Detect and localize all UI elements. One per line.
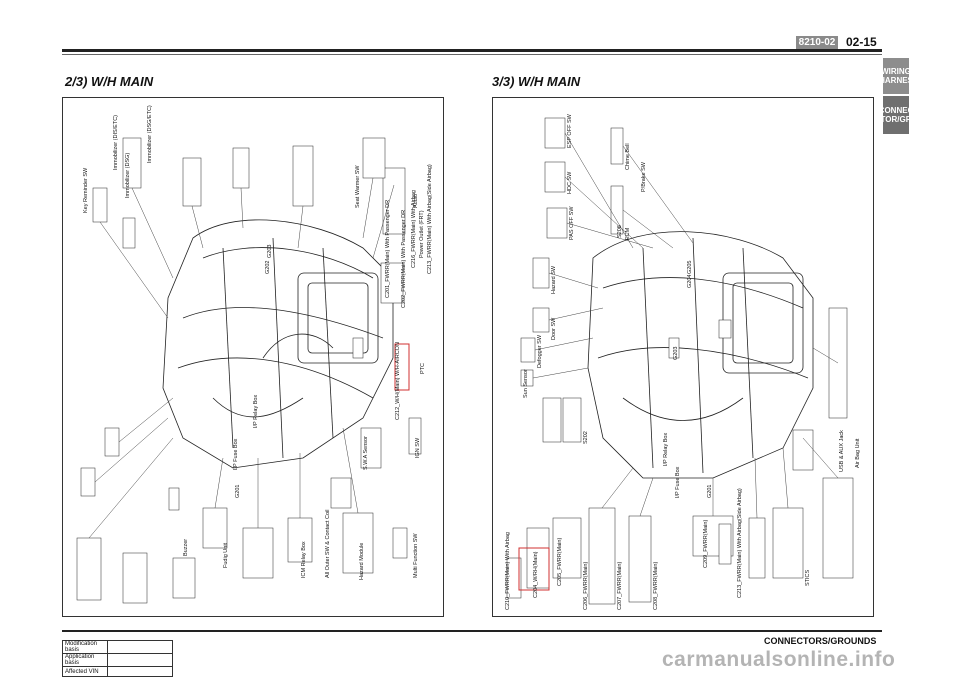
label-sun-sensor: Sun Sensor — [523, 369, 529, 398]
site-watermark: carmanualsonline.info — [662, 648, 896, 671]
label-ip-fuse-box: I/P Fuse Box — [675, 466, 681, 498]
label-swa-sensor: S.W.A Sensor — [363, 436, 369, 470]
label-seat-warmer-sw: Seat Warmer SW — [355, 165, 361, 208]
label-key-reminder-sw: Key Reminder SW — [83, 167, 89, 213]
label-s202: S202 — [583, 431, 589, 444]
row-label: Application basis — [62, 653, 108, 667]
label-c207: C207_FWRR(Main) — [617, 561, 623, 610]
row-label: Affected VIN — [62, 666, 108, 677]
row-value — [107, 653, 173, 667]
label-hazard-sw: Hazard SW — [551, 265, 557, 294]
right-section-title: 3/3) W/H MAIN — [492, 74, 581, 89]
right-wiring-diagram: Sun Sensor Defogger SW Door SW Hazard SW… — [492, 97, 874, 617]
label-s206: S206 — [617, 225, 623, 238]
label-c210-airbag: C210_FWRR(Main) With Airbag — [505, 532, 511, 610]
label-chime-bell: Chime Bell — [625, 143, 631, 170]
label-c206: C206_FWRR(Main) — [583, 561, 589, 610]
label-ip-fuse-box: I/P Fuse Box — [233, 438, 239, 470]
right-diagram-drawing — [506, 117, 854, 605]
label-c213-side-airbag: C213_FWRR(Main) With Airbag(Side Airbag) — [427, 164, 433, 274]
row-label: Modification basis — [62, 640, 108, 654]
label-g201: G201 — [235, 484, 241, 498]
side-tab-label: WIRING HARNES — [879, 67, 913, 85]
label-ign-sw: IGN SW — [415, 437, 421, 458]
label-icm-relay-box: ICM Relay Box — [301, 541, 307, 578]
label-c208: C208_FWRR(Main) — [653, 561, 659, 610]
footer-title: CONNECTORS/GROUNDS — [764, 636, 877, 646]
label-fudig-unit: Fudig Unit — [223, 542, 229, 568]
label-g204: G204 — [687, 274, 693, 288]
table-row: Application basis — [62, 653, 173, 667]
label-c213-side-airbag: C213_FWRR(Main) With Airbag(Side Airbag) — [737, 488, 743, 598]
label-power-outlet: Power Outlet (FRT) — [419, 210, 425, 258]
label-defogger-sw: Defogger SW — [537, 334, 543, 368]
label-ecm: ECM — [625, 227, 631, 240]
side-tab-connectors[interactable]: CONNEC TOR/GR — [879, 96, 913, 134]
footer-rule — [62, 630, 882, 632]
modification-table: Modification basis Application basis Aff… — [62, 640, 173, 677]
label-buzzer: Buzzer — [183, 538, 189, 556]
label-c209: C209_FWRR(Main) — [703, 519, 709, 568]
label-esp-off-sw: ESP OFF SW — [567, 114, 573, 148]
label-g201: G201 — [707, 484, 713, 498]
label-g203: G203 — [267, 244, 273, 258]
label-pas-off-sw: PAS OFF SW — [569, 206, 575, 240]
label-usb-aux-jack: USB & AUX Jack — [839, 430, 845, 472]
side-tab-wiring-harness[interactable]: WIRING HARNES — [879, 58, 913, 94]
label-c216-airbag: C216_FWRR(Main) With Airbag — [411, 190, 417, 268]
side-tab-label: CONNEC TOR/GR — [878, 106, 914, 124]
row-value — [107, 666, 173, 677]
label-hazard-module: Hazard Module — [359, 542, 365, 580]
label-g202: G202 — [265, 260, 271, 274]
label-ip-relay-box: I/P Relay Box — [253, 394, 259, 428]
label-c201-passenger: C201_FWRR(Main) With Passenger DR — [385, 199, 391, 298]
label-hdc-sw: HDC SW — [567, 171, 573, 194]
label-c204: C204_W/RH(Main) — [533, 551, 539, 598]
row-value — [107, 640, 173, 654]
label-immobilizer-dis-etc: Immobilizer (DIS/ETC) — [113, 114, 119, 170]
label-door-sw: Door SW — [551, 317, 557, 340]
label-immobilizer-dsg-etc: Immobilizer (DSG/ETC) — [147, 105, 153, 163]
table-row: Modification basis — [62, 640, 173, 654]
label-g203: G203 — [673, 346, 679, 360]
header-rule — [62, 49, 882, 52]
label-g205: G205 — [687, 260, 693, 274]
label-c205: C205_FWRR(Main) — [557, 537, 563, 586]
section-code-badge: 8210-02 — [796, 36, 838, 50]
table-row: Affected VIN — [62, 666, 173, 677]
label-c212-aircon: C212_W/H(Main) W/H-AIRCON — [395, 342, 401, 420]
label-immobilizer-dsg: Immobilizer (DSG) — [125, 152, 131, 198]
label-outer-sw-contact-coil: All Outer SW & Contact Coil — [325, 509, 331, 578]
left-wiring-diagram: Key Reminder SW Immobilizer (DSG) Immobi… — [62, 97, 444, 617]
page-number: 02-15 — [846, 35, 877, 49]
left-section-title: 2/3) W/H MAIN — [65, 74, 154, 89]
header-rule-thin — [62, 54, 882, 55]
label-air-bag-unit: Air Bag Unit — [855, 438, 861, 468]
label-stics: STICS — [805, 569, 811, 586]
label-c202-passenger: C202_FWRR(Main) With Passenger DR — [401, 209, 407, 308]
label-ptc: PTC — [420, 363, 426, 374]
left-diagram-drawing — [76, 137, 422, 604]
label-pbrake-sw: P/Brake SW — [641, 162, 647, 192]
label-ip-relay-box: I/P Relay Box — [663, 432, 669, 466]
label-multi-function-sw: Multi Function SW — [413, 533, 419, 578]
